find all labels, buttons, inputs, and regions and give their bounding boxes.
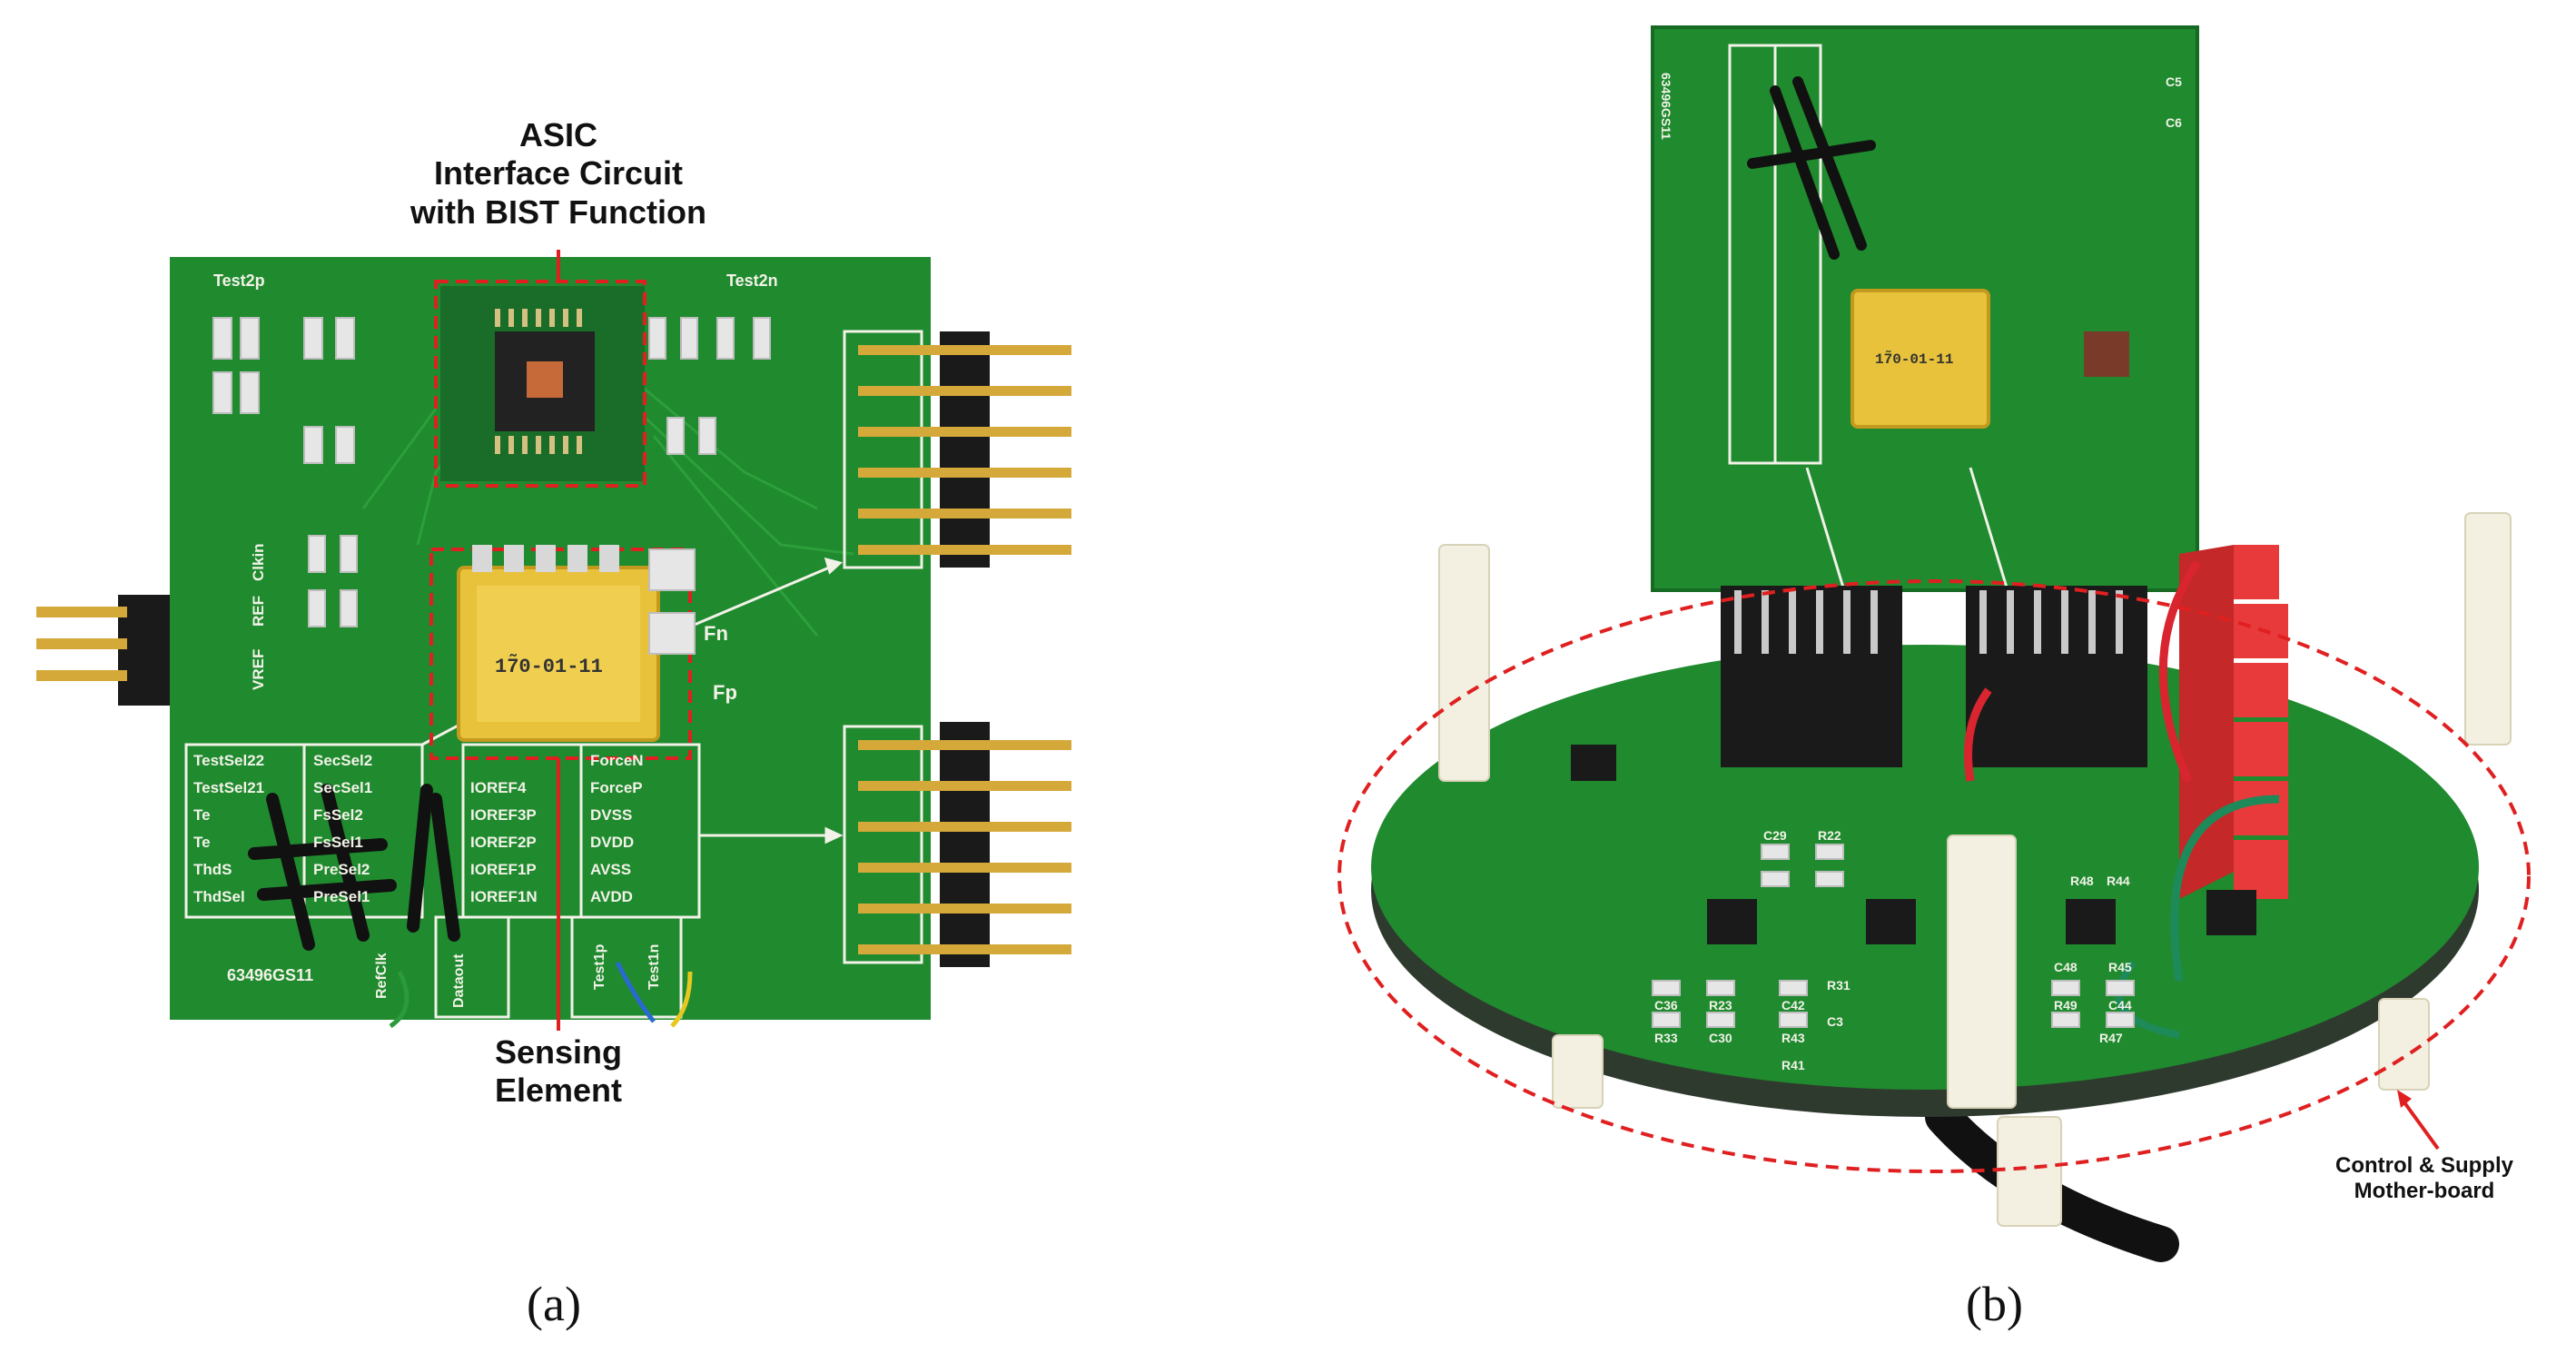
label-board-id: 63496GS11 [227, 966, 313, 984]
sel-right2-5: AVDD [590, 888, 633, 905]
asic-highlight-box [434, 280, 646, 488]
sel-left-0: TestSel22 [193, 752, 264, 769]
left-pin-header [36, 595, 182, 706]
motherboard-callout-line-2: Mother-board [2354, 1179, 2495, 1204]
sel-left2-5: PreSel1 [313, 888, 370, 905]
sensing-chip-marking: 17̃0-01-11 [495, 654, 603, 678]
sel-right-4: IOREF1N [470, 888, 538, 905]
sel-left2-0: SecSel2 [313, 752, 372, 769]
b-comp-11: R49 [2054, 998, 2078, 1012]
sel-right2-0: ForceN [590, 752, 644, 769]
b-comp-15: R22 [1818, 828, 1841, 843]
label-vref: VREF [250, 649, 267, 690]
sensing-callout-line-1: Sensing [494, 1033, 623, 1071]
label-ref: REF [250, 596, 267, 627]
pad-dataout: Dataout [451, 953, 467, 1008]
b-comp-7: C3 [1827, 1014, 1843, 1029]
b-comp-4: R33 [1654, 1031, 1678, 1045]
sensing-callout-line-2: Element [494, 1072, 623, 1110]
panel-a: Test2p Test2n 63496GS11 Fn Fp VREF REF C… [0, 0, 1271, 1363]
sel-left-1: TestSel21 [193, 779, 264, 796]
sel-right-2: IOREF2P [470, 834, 537, 851]
right-pin-header-bottom [858, 722, 1071, 967]
label-clkin: Clkin [250, 543, 267, 581]
label-fn: Fn [704, 622, 728, 645]
sel-left2-4: PreSel2 [313, 861, 370, 878]
panel-b-photo: 17̃0-01-11 [1337, 25, 2531, 1262]
label-fp: Fp [713, 681, 737, 704]
sensing-element-b [1851, 289, 1990, 429]
b-comp-9: C48 [2054, 960, 2078, 974]
sel-right2-3: DVDD [590, 834, 634, 851]
asic-callout-line-3: with BIST Function [410, 193, 706, 231]
asic-callout-line-1: ASIC [518, 116, 597, 153]
sel-right-0: IOREF4 [470, 779, 527, 796]
b-comp-1: R23 [1709, 998, 1732, 1012]
label-test2n: Test2n [726, 272, 778, 290]
b-comp-2: C42 [1781, 998, 1805, 1012]
sel-right2-1: ForceP [590, 779, 643, 796]
sel-left-3: Te [193, 834, 211, 851]
sel-left-5: ThdSel [193, 888, 245, 905]
sel-right-1: IOREF3P [470, 806, 537, 824]
b-comp-13: R47 [2099, 1031, 2123, 1045]
motherboard-callout-line [2400, 1097, 2440, 1151]
panel-b: 17̃0-01-11 [1271, 0, 2576, 1363]
motherboard-callout: Control & Supply Mother-board [2284, 1153, 2565, 1205]
dip-switches [2179, 545, 2288, 899]
sensing-callout: Sensing Element [413, 1033, 704, 1111]
b-comp-6: R43 [1781, 1031, 1805, 1045]
motherboard-callout-line-1: Control & Supply [2335, 1153, 2513, 1178]
b-comp-16: R48 [2070, 874, 2094, 888]
b-comp-3: R31 [1827, 978, 1851, 993]
b-comp-0: C36 [1654, 998, 1678, 1012]
sel-left2-3: FsSel1 [313, 834, 363, 851]
handwritten-mark [248, 784, 460, 951]
sel-right-3: IOREF1P [470, 861, 537, 878]
b-comp-8: R41 [1781, 1058, 1805, 1072]
sel-right2-4: AVSS [590, 861, 631, 878]
b-board-id: 63496GS11 [1659, 73, 1673, 140]
b-comp-17: R44 [2107, 874, 2130, 888]
sel-left-4: ThdS [193, 861, 232, 878]
asic-callout: ASIC Interface Circuit with BIST Functio… [377, 116, 740, 232]
label-test2p: Test2p [213, 272, 265, 290]
right-pin-header-top [858, 331, 1071, 568]
sel-left2-1: SecSel1 [313, 779, 372, 796]
motherboard-highlight [1337, 579, 2531, 1173]
sensing-chip-marking-b: 17̃0-01-11 [1875, 349, 1953, 368]
sel-left2-2: FsSel2 [313, 806, 363, 824]
caption-b: (b) [1966, 1277, 2023, 1331]
sel-left-2: Te [193, 806, 211, 824]
b-comp-5: C30 [1709, 1031, 1732, 1045]
b-comp-14: C29 [1763, 828, 1787, 843]
b-comp-19: C6 [2166, 115, 2182, 130]
standoffs [1438, 512, 2512, 1227]
sel-right2-2: DVSS [590, 806, 632, 824]
panel-a-photo: Test2p Test2n 63496GS11 Fn Fp VREF REF C… [36, 250, 1071, 1031]
asic-callout-line-2: Interface Circuit [433, 154, 684, 193]
pad-refclk: RefClk [374, 953, 390, 999]
b-comp-12: C44 [2108, 998, 2132, 1012]
motherboard-pcb [1371, 645, 2479, 1090]
pad-test1p: Test1p [592, 943, 607, 990]
caption-a: (a) [527, 1277, 581, 1331]
b-comp-18: C5 [2166, 74, 2182, 89]
pad-test1n: Test1n [646, 944, 662, 990]
b-comp-10: R45 [2108, 960, 2132, 974]
